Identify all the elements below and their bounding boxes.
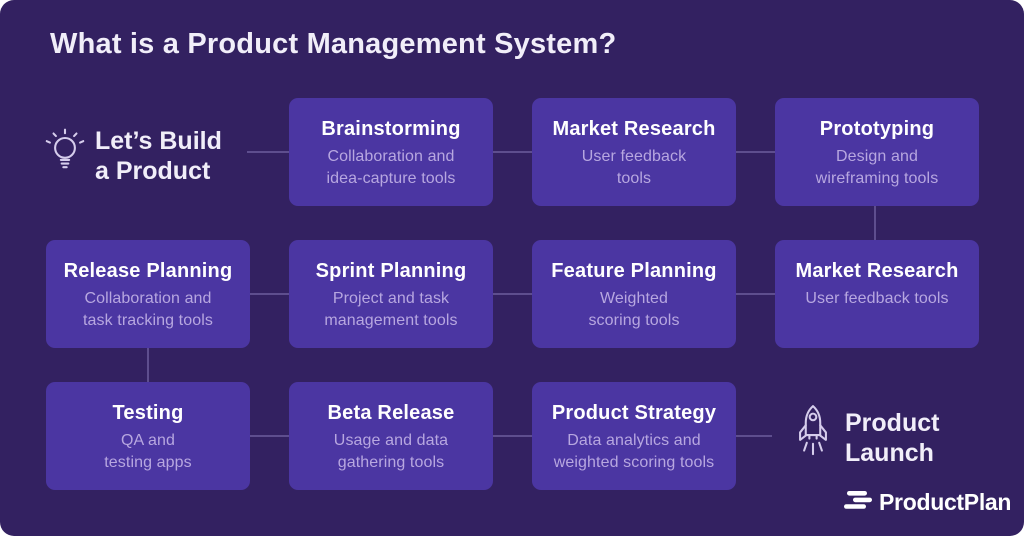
flow-box-beta-release: Beta Release Usage and data gathering to… (289, 382, 493, 490)
box-title: Feature Planning (551, 260, 717, 282)
brand-logo: ProductPlan (844, 489, 1011, 516)
box-subtitle: Design and wireframing tools (815, 148, 939, 187)
connector-line (247, 151, 289, 153)
brand-name: ProductPlan (879, 489, 1012, 515)
connector-line (736, 293, 775, 295)
lightbulb-icon (42, 125, 88, 180)
rocket-icon (788, 403, 838, 470)
box-subtitle: Project and task management tools (324, 290, 458, 329)
page-title: What is a Product Management System? (50, 28, 617, 60)
connector-line (250, 293, 289, 295)
box-title: Market Research (795, 260, 959, 282)
connector-line (250, 435, 289, 437)
connector-line (874, 206, 876, 240)
connector-line (147, 348, 149, 382)
flow-box-testing: Testing QA and testing apps (46, 382, 250, 490)
box-subtitle: Collaboration and idea-capture tools (326, 148, 456, 187)
box-title: Market Research (552, 118, 716, 140)
box-title: Prototyping (819, 118, 935, 140)
flow-box-sprint-planning: Sprint Planning Project and task managem… (289, 240, 493, 348)
box-title: Sprint Planning (315, 260, 467, 282)
connector-line (493, 151, 532, 153)
box-subtitle: Weighted scoring tools (588, 290, 680, 329)
box-title: Release Planning (63, 260, 233, 282)
flow-box-product-strategy: Product Strategy Data analytics and weig… (532, 382, 736, 490)
connector-line (736, 435, 772, 437)
productplan-logo-mark (844, 491, 872, 514)
box-title: Testing (112, 402, 184, 424)
box-title: Brainstorming (321, 118, 461, 140)
start-label: Let’s Build a Product (95, 127, 222, 185)
box-title: Product Strategy (551, 402, 717, 424)
box-subtitle: QA and testing apps (104, 432, 192, 471)
box-subtitle: User feedback tools (805, 290, 949, 307)
flow-box-market-research-1: Market Research User feedback tools (532, 98, 736, 206)
box-subtitle: Usage and data gathering tools (333, 432, 449, 471)
connector-line (736, 151, 775, 153)
box-subtitle: User feedback tools (581, 148, 687, 187)
flow-box-brainstorming: Brainstorming Collaboration and idea-cap… (289, 98, 493, 206)
box-subtitle: Collaboration and task tracking tools (83, 290, 213, 329)
box-title: Beta Release (327, 402, 455, 424)
connector-line (493, 293, 532, 295)
box-subtitle: Data analytics and weighted scoring tool… (553, 432, 715, 471)
flow-box-feature-planning: Feature Planning Weighted scoring tools (532, 240, 736, 348)
flow-box-prototyping: Prototyping Design and wireframing tools (775, 98, 979, 206)
connector-line (493, 435, 532, 437)
flow-box-market-research-2: Market Research User feedback tools (775, 240, 979, 348)
flow-box-release-planning: Release Planning Collaboration and task … (46, 240, 250, 348)
end-label: Product Launch (845, 409, 940, 467)
